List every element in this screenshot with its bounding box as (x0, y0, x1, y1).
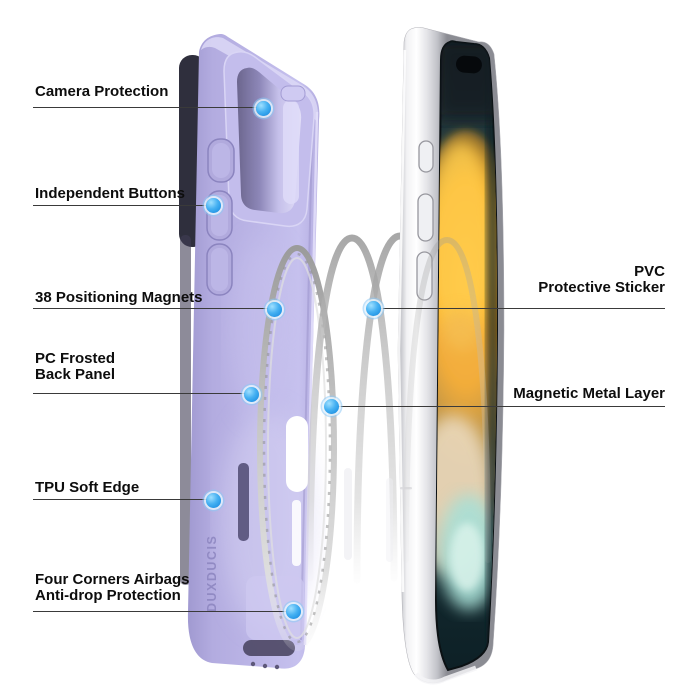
case-top-rim-highlight (201, 37, 318, 124)
callout-label: 38 Positioning Magnets (35, 289, 203, 306)
case-illustration: DUXDUCIS (179, 34, 320, 670)
callout-dot (366, 301, 381, 316)
dynamic-island (455, 55, 482, 74)
callout-dot (286, 604, 301, 619)
callout-dot (244, 387, 259, 402)
phone-frame-highlight (397, 49, 407, 593)
magnet-ring (257, 245, 337, 651)
leader-line (33, 611, 293, 612)
field-arc-3 (403, 236, 491, 563)
leader-line (33, 393, 251, 394)
magnet-alignment-window (286, 416, 308, 492)
callout-dot (206, 493, 221, 508)
callout-dot (324, 399, 339, 414)
case-right-edge-shade (300, 129, 313, 641)
reflection-bar-1 (344, 468, 352, 560)
case-frosted-highlight-2 (228, 240, 296, 420)
case-side-buttons (206, 138, 235, 296)
leader-line (33, 107, 263, 108)
leader-line (33, 308, 274, 309)
callout-label: Magnetic Metal Layer (513, 385, 665, 402)
leader-line (33, 205, 213, 206)
reflection-bar-2 (386, 478, 393, 562)
callout-label: TPU Soft Edge (35, 479, 140, 496)
case-bottom-speaker (243, 640, 295, 670)
case-side-groove (238, 463, 249, 541)
camera-inner-tab (280, 85, 306, 102)
callout-label: PVC Protective Sticker (538, 263, 665, 296)
field-arc-1 (306, 234, 398, 582)
magnet-ring-inner (267, 257, 327, 639)
callout-label: Camera Protection (35, 83, 169, 100)
camera-inner-wall-highlight (283, 100, 299, 204)
callout-dot (206, 198, 221, 213)
leader-line (33, 499, 213, 500)
callout-label: PC Frosted Back Panel (35, 350, 116, 383)
phone-illustration (397, 27, 505, 685)
callout-label: Four Corners Airbags Anti-drop Protectio… (35, 571, 190, 604)
case-side-shadow (180, 235, 191, 585)
callout-dot (267, 302, 282, 317)
phone-bottom-band (414, 665, 477, 685)
leader-line (331, 406, 665, 407)
case-brand-text: DUXDUCIS (205, 535, 219, 612)
magnet-alignment-bar (292, 500, 301, 566)
callout-dot (256, 101, 271, 116)
leader-line (373, 308, 665, 309)
callout-label: Independent Buttons (35, 185, 185, 202)
magnet-ring-segments (262, 252, 332, 644)
